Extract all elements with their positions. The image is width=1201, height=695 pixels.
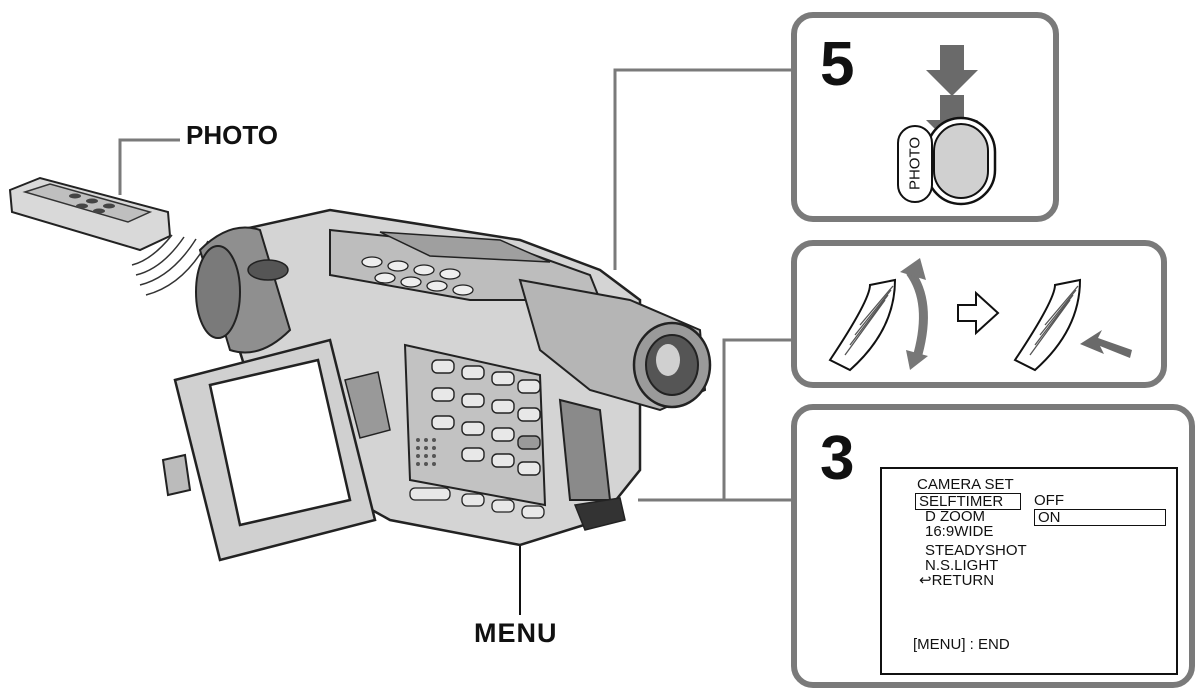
menu-item-ns-light: N.S.LIGHT — [925, 557, 999, 574]
photo-callout-label: PHOTO — [186, 120, 278, 150]
menu-item-steadyshot: STEADYSHOT — [925, 542, 1027, 559]
remote-commander-icon — [8, 176, 209, 296]
menu-item-d-zoom: D ZOOM — [925, 508, 985, 525]
menu-callout-label: MENU — [474, 618, 558, 648]
menu-item-return: ↩RETURN — [919, 572, 995, 589]
photo-button-label: PHOTO — [906, 136, 924, 191]
menu-item-16-9wide: 16:9WIDE — [925, 523, 994, 540]
menu-footer: [MENU] : END — [913, 636, 1010, 653]
option-on: ON — [1034, 509, 1166, 526]
step-3-number: 3 — [820, 424, 855, 493]
lcd-screen-panel — [161, 338, 391, 562]
menu-item-selftimer: SELFTIMER — [915, 493, 1021, 510]
camcorder-body — [195, 208, 712, 547]
step-5-number: 5 — [820, 30, 855, 99]
menu-title: CAMERA SET — [917, 476, 1014, 493]
lcd-menu-screen: CAMERA SET SELFTIMER D ZOOM 16:9WIDE STE… — [880, 467, 1178, 675]
dial-panel — [791, 240, 1167, 388]
option-off: OFF — [1034, 492, 1064, 509]
